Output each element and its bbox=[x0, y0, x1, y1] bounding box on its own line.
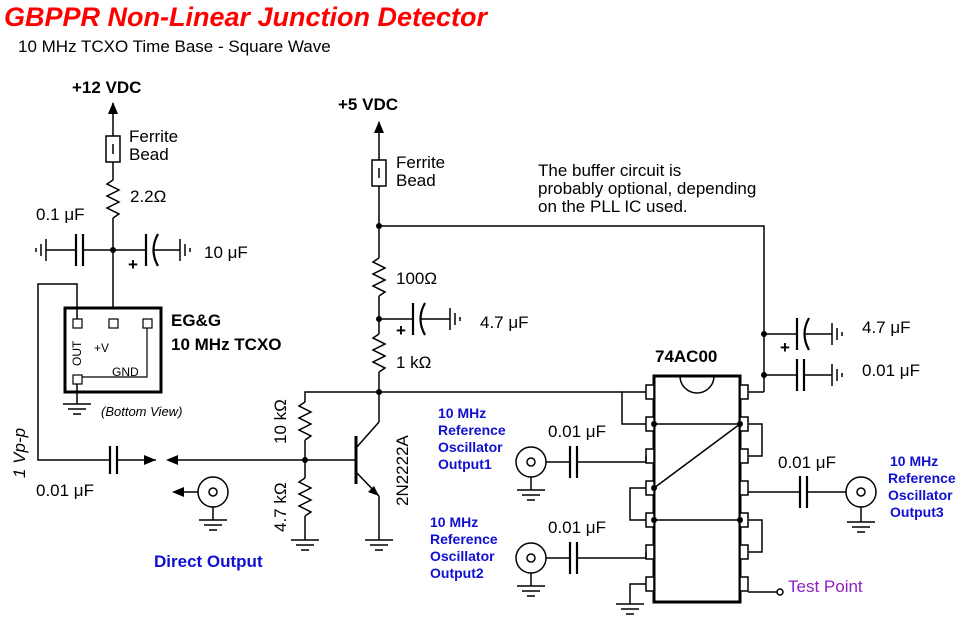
polarity-4-7uf-b: + bbox=[780, 338, 790, 357]
resistor-4-7k bbox=[297, 477, 313, 517]
output1-label-line4: Output1 bbox=[438, 456, 492, 472]
direct-output-label: Direct Output bbox=[154, 552, 263, 571]
ferrite-label-12v-line1: Ferrite bbox=[129, 127, 178, 146]
vpp-label: 1 Vp-p bbox=[10, 428, 29, 478]
cap-output2-label: 0.01 μF bbox=[548, 518, 606, 537]
resistor-10k bbox=[297, 401, 313, 441]
tcxo-name-2: 10 MHz TCXO bbox=[171, 335, 282, 354]
output2-label-line2: Reference bbox=[430, 531, 498, 547]
output2-connector bbox=[515, 542, 547, 574]
cap-4-7uf-a-label: 4.7 μF bbox=[480, 313, 529, 332]
output3-label-line2: Reference bbox=[888, 470, 956, 486]
test-point-label: Test Point bbox=[788, 577, 863, 596]
output1-label-line3: Oscillator bbox=[438, 439, 503, 455]
supply-12v-label: +12 VDC bbox=[72, 78, 141, 97]
cap-10uf-label: 10 μF bbox=[204, 243, 248, 262]
output1-connector bbox=[515, 446, 547, 478]
resistor-1k-label: 1 kΩ bbox=[396, 353, 431, 372]
output1-label-line1: 10 MHz bbox=[438, 405, 486, 421]
supply-5v-label: +5 VDC bbox=[338, 95, 398, 114]
tcxo-name-1: EG&G bbox=[171, 311, 221, 330]
resistor-10k-label: 10 kΩ bbox=[271, 399, 290, 444]
resistor-2-2-ohm bbox=[105, 179, 121, 219]
tcxo-pin-v: +V bbox=[94, 341, 109, 355]
resistor-1k bbox=[371, 333, 387, 373]
output3-connector bbox=[845, 476, 877, 508]
direct-output-connector bbox=[197, 476, 229, 508]
ferrite-label-5v-line1: Ferrite bbox=[396, 153, 445, 172]
resistor-100-ohm bbox=[371, 257, 387, 297]
arrow-up-icon bbox=[108, 102, 118, 136]
output3-label-line4: Output3 bbox=[890, 504, 944, 520]
ic-label: 74AC00 bbox=[655, 347, 717, 366]
cap-input-label: 0.01 μF bbox=[36, 481, 94, 500]
transistor-label: 2N2222A bbox=[393, 434, 412, 506]
ic-74ac00 bbox=[652, 374, 742, 604]
output3-label-line1: 10 MHz bbox=[890, 453, 938, 469]
cap-output1-label: 0.01 μF bbox=[548, 422, 606, 441]
note-line-1: The buffer circuit is bbox=[538, 161, 681, 180]
tcxo-bottom-view: (Bottom View) bbox=[101, 404, 182, 419]
transistor-2n2222a bbox=[354, 421, 380, 497]
note-line-2: probably optional, depending bbox=[538, 179, 756, 198]
cap-output3-label: 0.01 μF bbox=[778, 453, 836, 472]
output1-label-line2: Reference bbox=[438, 422, 506, 438]
diagram-subtitle: 10 MHz TCXO Time Base - Square Wave bbox=[18, 37, 331, 56]
resistor-4-7k-label: 4.7 kΩ bbox=[271, 482, 290, 532]
output2-label-line1: 10 MHz bbox=[430, 514, 478, 530]
polarity-10uf: + bbox=[128, 255, 138, 274]
note-line-3: on the PLL IC used. bbox=[538, 197, 688, 216]
polarity-4-7uf-a: + bbox=[396, 321, 406, 340]
ferrite-label-12v-line2: Bead bbox=[129, 145, 169, 164]
arrow-up-icon bbox=[374, 121, 384, 160]
test-point-terminal bbox=[776, 588, 784, 596]
tcxo-pin-out: OUT bbox=[70, 340, 84, 366]
cap-4-7uf-b-label: 4.7 μF bbox=[862, 318, 911, 337]
output3-label-line3: Oscillator bbox=[888, 487, 953, 503]
resistor-2-2-ohm-label: 2.2Ω bbox=[130, 187, 166, 206]
tcxo-pin-gnd: GND bbox=[112, 365, 139, 379]
cap-0-1uf-label: 0.1 μF bbox=[36, 205, 85, 224]
resistor-100-ohm-label: 100Ω bbox=[396, 269, 437, 288]
tcxo-module bbox=[63, 306, 163, 394]
output2-label-line3: Oscillator bbox=[430, 548, 495, 564]
output2-label-line4: Output2 bbox=[430, 565, 484, 581]
ferrite-label-5v-line2: Bead bbox=[396, 171, 436, 190]
diagram-title: GBPPR Non-Linear Junction Detector bbox=[4, 2, 489, 32]
cap-0-01uf-supply-label: 0.01 μF bbox=[862, 361, 920, 380]
